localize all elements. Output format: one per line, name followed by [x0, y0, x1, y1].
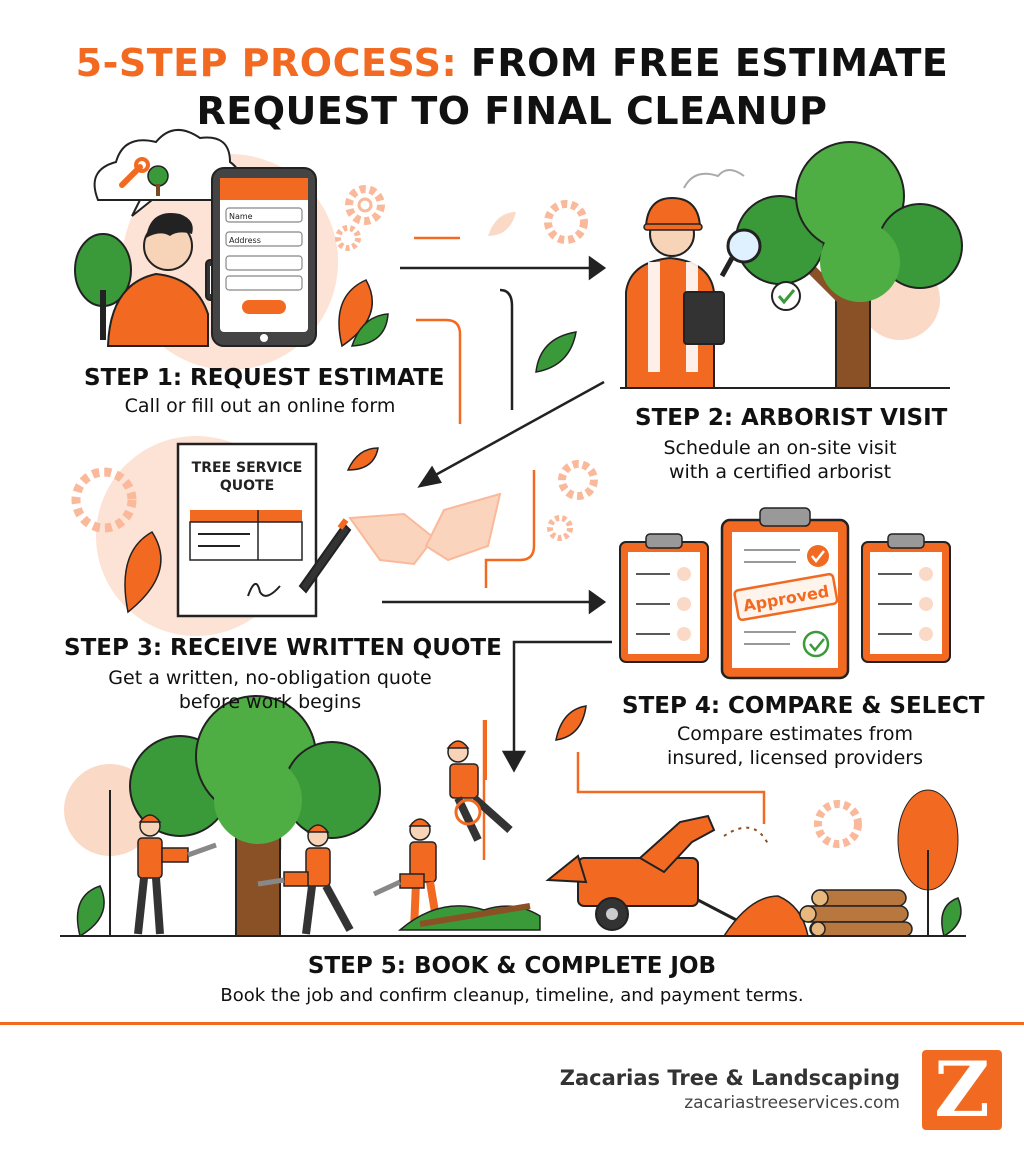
step4-illustration: Approved [555, 507, 951, 741]
step2-desc-line1: Schedule an on-site visit [663, 437, 897, 459]
footer-divider [0, 1022, 1024, 1025]
step1-title: STEP 1: REQUEST ESTIMATE [84, 365, 445, 391]
climber-worker [446, 720, 513, 842]
small-tree-icon [147, 165, 169, 196]
quote-title-line2: QUOTE [220, 478, 274, 494]
pen-icon [298, 522, 352, 594]
form-address-label: Address [229, 236, 261, 245]
step5-desc: Book the job and confirm cleanup, timeli… [220, 985, 804, 1006]
step3-title: STEP 3: RECEIVE WRITTEN QUOTE [64, 635, 502, 661]
brand-logo: Z [922, 1050, 1002, 1130]
step5-title: STEP 5: BOOK & COMPLETE JOB [307, 953, 717, 979]
log-pile [799, 889, 913, 937]
step2-illustration [620, 141, 963, 389]
title-rest: FROM FREE ESTIMATE [470, 41, 949, 85]
page-title: 5-STEP PROCESS: FROM FREE ESTIMATE [0, 40, 1024, 86]
step4-title: STEP 4: COMPARE & SELECT [622, 693, 985, 719]
step4-desc-line1: Compare estimates from [677, 723, 913, 745]
step1-desc: Call or fill out an online form [124, 395, 396, 417]
page-title-line2: REQUEST TO FINAL CLEANUP [196, 89, 828, 133]
step5-illustration [60, 695, 966, 938]
step3-desc-line2: before work begins [178, 691, 362, 713]
wrench-icon [119, 157, 150, 188]
step1-illustration: Name Address [74, 129, 389, 370]
wood-chipper [545, 814, 745, 931]
handshake-icon [348, 492, 502, 566]
step2-title: STEP 2: ARBORIST VISIT [635, 405, 948, 431]
flow-arrows [382, 255, 612, 773]
approved-stamp: Approved [733, 572, 839, 622]
quote-title-line1: TREE SERVICE [192, 460, 303, 476]
step4-desc-line2: insured, licensed providers [667, 747, 923, 769]
phone-form-icon: Name Address [211, 167, 317, 347]
brand-name: Zacarias Tree & Landscaping [559, 1066, 900, 1090]
magnifier-icon [726, 228, 762, 264]
gear-icon [335, 185, 385, 251]
step3-illustration: TREE SERVICE QUOTE [71, 200, 598, 636]
worker-chainsaw-2 [257, 824, 354, 935]
arborist-figure [625, 196, 762, 389]
title-accent: 5-STEP PROCESS: [75, 41, 458, 85]
brand-url[interactable]: zacariastreeservices.com [684, 1093, 900, 1113]
step3-desc-line1: Get a written, no-obligation quote [108, 667, 432, 689]
form-name-label: Name [229, 212, 253, 221]
step2-desc-line2: with a certified arborist [668, 461, 892, 483]
worker-chainsaw-1 [134, 814, 217, 935]
quote-document: TREE SERVICE QUOTE [176, 442, 318, 618]
